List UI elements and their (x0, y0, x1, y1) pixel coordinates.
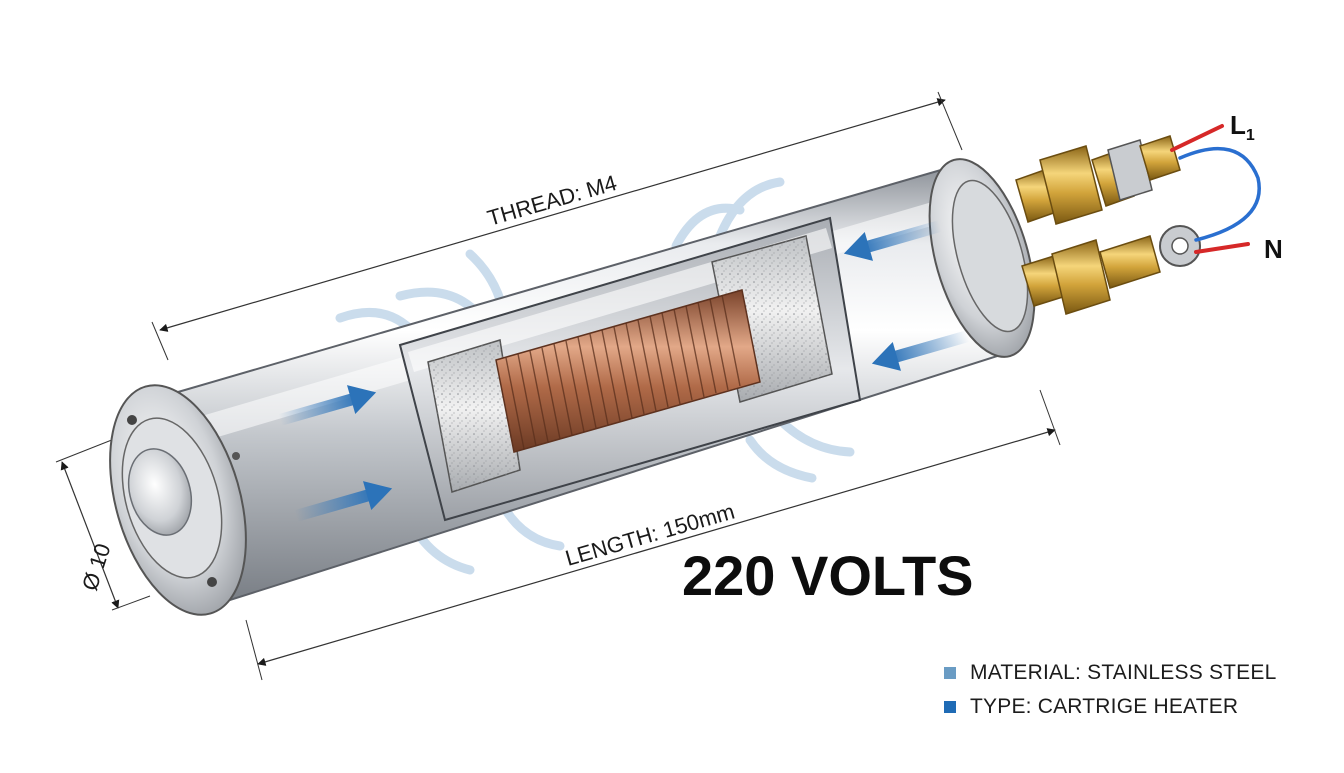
legend-item-material: MATERIAL: STAINLESS STEEL (944, 656, 1276, 690)
heating-coil (495, 289, 761, 453)
wires (1170, 124, 1261, 254)
voltage-label: 220 VOLTS (682, 544, 974, 607)
terminal-top (1015, 135, 1181, 225)
legend-swatch-icon (944, 667, 956, 679)
legend-text-type: TYPE: CARTRIGE HEATER (970, 695, 1239, 718)
flange-hole-icon (207, 577, 217, 587)
right-end-cap (928, 158, 1036, 358)
terminal-bottom (1021, 225, 1201, 315)
legend-text-material: MATERIAL: STAINLESS STEEL (970, 661, 1277, 684)
terminal-l1-label: L1 (1230, 110, 1255, 144)
flange-hole-icon (127, 415, 137, 425)
thread-label: THREAD: M4 (484, 170, 619, 231)
airflow-arrows (278, 220, 970, 522)
legend-item-type: TYPE: CARTRIGE HEATER (944, 690, 1276, 724)
flange-hole-icon (232, 452, 240, 460)
airflow-arrow-icon (278, 385, 377, 426)
airflow-arrow-icon (843, 220, 942, 261)
ceramic-insulator-left (427, 339, 521, 493)
spec-legend: MATERIAL: STAINLESS STEEL TYPE: CARTRIGE… (944, 656, 1276, 724)
terminal-n-label: N (1264, 234, 1283, 264)
airflow-arrow-icon (294, 481, 393, 522)
left-end-cap (109, 384, 247, 616)
airflow-arrow-icon (871, 330, 970, 371)
legend-swatch-icon (944, 701, 956, 713)
